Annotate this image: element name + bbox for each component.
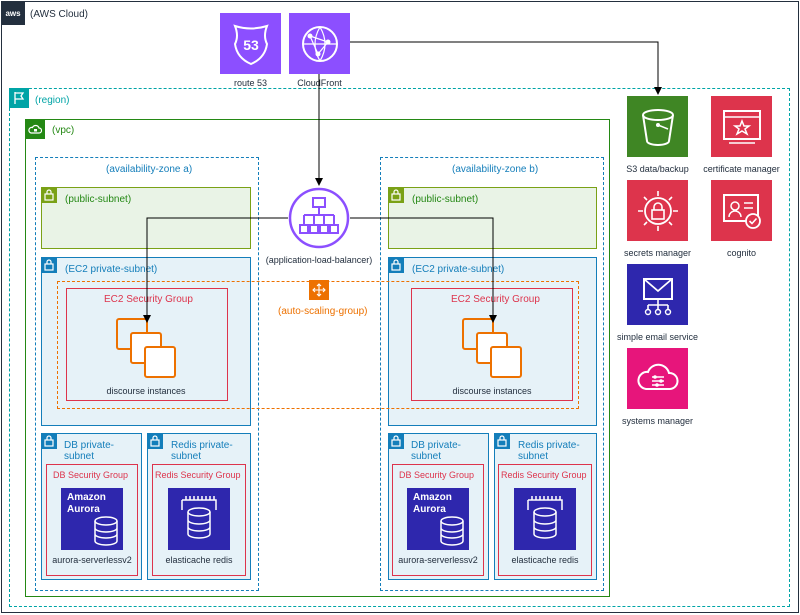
availability-zone-b-label: (availability-zone b): [452, 164, 539, 175]
route53-icon: 53: [220, 13, 281, 74]
elasticache-a-label: elasticache redis: [165, 555, 233, 565]
ec2-security-group-b: [411, 288, 573, 401]
db-private-subnet-b-label-1: DB private-: [411, 440, 462, 451]
private-subnet-lock-icon: [388, 257, 404, 273]
redis-private-subnet-a-label-1: Redis private-: [171, 440, 233, 451]
systems-manager-icon: [627, 348, 688, 409]
secrets-manager-icon: [627, 180, 688, 241]
private-subnet-lock-icon: [41, 433, 57, 449]
public-subnet-a-label: (public-subnet): [65, 194, 132, 205]
availability-zone-b: [380, 157, 604, 591]
aurora-b-label: aurora-serverlessv2: [398, 555, 478, 565]
edge-alb-to-instances-a: [143, 217, 288, 323]
elasticache-icon: [514, 488, 576, 550]
discourse-instances-a-label: discourse instances: [106, 386, 186, 396]
db-private-subnet-a-label-1: DB private-: [64, 440, 115, 451]
db-private-subnet-b-label-2: subnet: [411, 451, 442, 462]
aws-logo-icon: aws: [1, 1, 25, 25]
aurora-logo-text-1: Amazon: [413, 492, 452, 503]
cloudfront-icon: [289, 13, 350, 74]
public-subnet-lock-icon: [41, 187, 57, 203]
aurora-icon: Amazon Aurora: [61, 488, 123, 550]
private-subnet-lock-icon: [41, 257, 57, 273]
application-load-balancer-label: (application-load-balancer): [265, 255, 373, 265]
cognito-icon: [711, 180, 772, 241]
s3-bucket-icon: [627, 96, 688, 157]
redis-private-subnet-b-label-2: subnet: [518, 451, 549, 462]
auto-scaling-group-label: (auto-scaling-group): [278, 306, 368, 317]
redis-security-group-a: [152, 464, 246, 576]
public-subnet-b-label: (public-subnet): [412, 194, 479, 205]
aurora-a-label: aurora-serverlessv2: [52, 555, 132, 565]
aurora-logo-text-2: Aurora: [413, 504, 446, 515]
private-subnet-lock-icon: [494, 433, 510, 449]
ec2-instances-icon: [461, 317, 525, 381]
region-label: (region): [35, 95, 70, 106]
route53-badge-text: 53: [243, 37, 259, 53]
application-load-balancer-icon: [288, 187, 350, 249]
aurora-logo-text-2: Aurora: [67, 504, 100, 515]
private-subnet-lock-icon: [388, 433, 404, 449]
redis-private-subnet-b-label-1: Redis private-: [518, 440, 580, 451]
elasticache-b-label: elasticache redis: [511, 555, 579, 565]
vpc-label: (vpc): [52, 125, 75, 136]
private-subnet-lock-icon: [147, 433, 163, 449]
ec2-private-subnet-a-label: (EC2 private-subnet): [65, 264, 158, 275]
redis-security-group-a-label: Redis Security Group: [155, 470, 241, 480]
cognito-label: cognito: [726, 248, 757, 258]
simple-email-service-label: simple email service: [616, 332, 699, 342]
redis-private-subnet-a-label-2: subnet: [171, 451, 202, 462]
elasticache-icon: [168, 488, 230, 550]
region-boundary: [9, 88, 790, 607]
redis-security-group-b: [498, 464, 592, 576]
availability-zone-a: [35, 157, 259, 591]
secrets-manager-label: secrets manager: [623, 248, 692, 258]
availability-zone-a-label: (availability-zone a): [106, 164, 193, 175]
db-security-group-b-label: DB Security Group: [399, 470, 475, 480]
route53-label: route 53: [233, 78, 268, 88]
discourse-instances-b-label: discourse instances: [452, 386, 532, 396]
vpc-boundary: [25, 119, 610, 597]
db-security-group-b: [392, 464, 484, 576]
certificate-manager-icon: [711, 96, 772, 157]
s3-label: S3 data/backup: [626, 164, 689, 174]
db-security-group-a-label: DB Security Group: [53, 470, 129, 480]
certificate-manager-label: certificate manager: [703, 164, 780, 174]
systems-manager-label: systems manager: [621, 416, 694, 426]
aurora-logo-text-1: Amazon: [67, 492, 106, 503]
vpc-cloud-icon: [25, 119, 45, 139]
aurora-icon: Amazon Aurora: [407, 488, 469, 550]
ec2-security-group-a-label: EC2 Security Group: [104, 294, 193, 305]
ec2-private-subnet-b-label: (EC2 private-subnet): [412, 264, 505, 275]
aws-cloud-label: (AWS Cloud): [30, 9, 88, 20]
public-subnet-lock-icon: [388, 187, 404, 203]
ec2-security-group-b-label: EC2 Security Group: [451, 294, 540, 305]
region-flag-icon: [9, 88, 29, 108]
db-security-group-a: [46, 464, 138, 576]
edge-alb-to-instances-b: [350, 217, 497, 323]
edge-cloudfront-to-s3: [350, 41, 662, 95]
ec2-instances-icon: [115, 317, 179, 381]
db-private-subnet-a-label-2: subnet: [64, 451, 95, 462]
simple-email-service-icon: [627, 264, 688, 325]
auto-scaling-icon: [309, 280, 329, 300]
redis-security-group-b-label: Redis Security Group: [501, 470, 587, 480]
